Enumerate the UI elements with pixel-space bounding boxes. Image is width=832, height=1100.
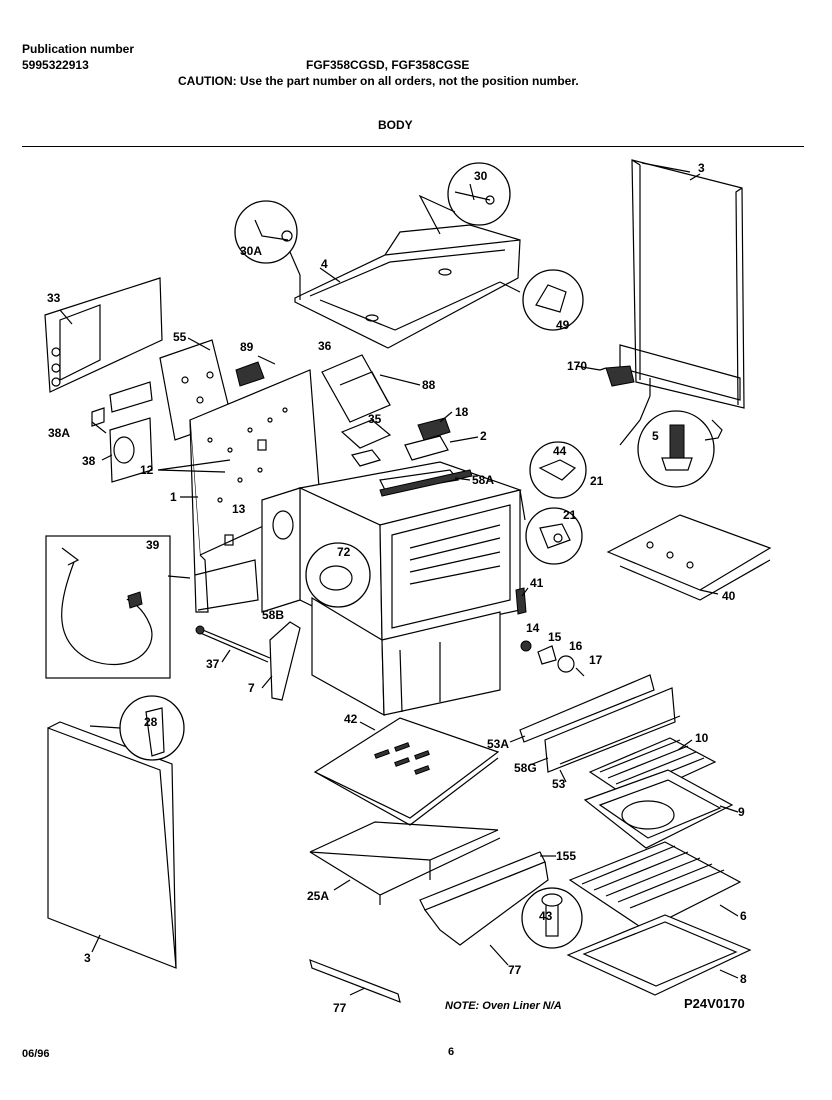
callout-labels: 30 30A 4 49 3 33 55 89 36 88 18 2 35 38A… xyxy=(47,161,747,1015)
model-numbers: FGF358CGSD, FGF358CGSE xyxy=(306,58,470,72)
callout: 21 xyxy=(563,508,577,522)
callout: 5 xyxy=(652,429,659,443)
part-insulation-58b xyxy=(261,487,301,613)
part-side-panel-right xyxy=(619,159,745,409)
callout: 4 xyxy=(321,257,328,271)
callout: 2 xyxy=(480,429,487,443)
part-drawer-slide xyxy=(309,851,549,1003)
callout: 37 xyxy=(206,657,220,671)
part-rear-panel xyxy=(44,277,163,393)
detail-49 xyxy=(499,269,584,331)
caution-text: CAUTION: Use the part number on all orde… xyxy=(178,74,579,88)
detail-72 xyxy=(305,542,371,608)
callout: 77 xyxy=(508,963,522,977)
callout: 33 xyxy=(47,291,61,305)
detail-30a xyxy=(234,200,301,300)
callout: 155 xyxy=(556,849,576,863)
part-burner-box xyxy=(294,224,521,349)
part-gasket-58a xyxy=(379,469,473,497)
part-36-88-35 xyxy=(321,354,392,467)
callout: 89 xyxy=(240,340,254,354)
detail-43 xyxy=(521,887,583,949)
callout: 88 xyxy=(422,378,436,392)
part-18-2 xyxy=(404,417,451,461)
detail-44 xyxy=(529,441,587,499)
callout: 12 xyxy=(140,463,154,477)
callout: 10 xyxy=(695,731,709,745)
callout: 49 xyxy=(556,318,570,332)
part-vent-38 xyxy=(91,381,153,483)
callout: 3 xyxy=(698,161,705,175)
callout: 6 xyxy=(740,909,747,923)
part-oven-bottom-tray xyxy=(566,914,752,996)
callout: 28 xyxy=(144,715,158,729)
callout: 15 xyxy=(548,630,562,644)
callout: 170 xyxy=(567,359,587,373)
callout: 41 xyxy=(530,576,544,590)
part-leveler xyxy=(599,365,723,488)
part-side-panel-left xyxy=(47,721,177,969)
page-number: 6 xyxy=(448,1046,455,1058)
detail-28 xyxy=(89,695,185,761)
part-40 xyxy=(606,514,772,601)
callout: 7 xyxy=(248,681,255,695)
footnote: NOTE: Oven Liner N/A xyxy=(445,1000,562,1012)
publication-number: 5995322913 xyxy=(22,58,89,72)
publication-date: 06/96 xyxy=(22,1048,50,1060)
part-oven-bottom xyxy=(313,717,500,826)
callout: 13 xyxy=(232,502,246,516)
callout: 58A xyxy=(472,473,494,487)
callout: 72 xyxy=(337,545,351,559)
leader-lines xyxy=(59,162,739,996)
callout: 18 xyxy=(455,405,469,419)
callout: 9 xyxy=(738,805,745,819)
section-title: BODY xyxy=(378,118,413,132)
callout: 43 xyxy=(539,909,553,923)
callout: 53 xyxy=(552,777,566,791)
detail-21 xyxy=(519,489,583,565)
callout: 38A xyxy=(48,426,70,440)
part-vent-trim xyxy=(519,674,681,773)
callout: 40 xyxy=(722,589,736,603)
part-broil-pan xyxy=(583,769,734,849)
callout: 77 xyxy=(333,1001,347,1015)
callout: 35 xyxy=(368,412,382,426)
callout: 58G xyxy=(514,761,537,775)
callout: 42 xyxy=(344,712,358,726)
part-drawer-frame xyxy=(309,821,501,905)
header-divider xyxy=(22,146,804,147)
diagram-code: P24V0170 xyxy=(684,996,745,1011)
callout: 30 xyxy=(474,169,488,183)
part-89 xyxy=(235,355,276,387)
part-oven-rack xyxy=(568,841,742,931)
publication-label: Publication number xyxy=(22,42,135,56)
callout: 17 xyxy=(589,653,603,667)
callout: 38 xyxy=(82,454,96,468)
part-power-cord xyxy=(45,535,171,679)
callout: 53A xyxy=(487,737,509,751)
callout: 8 xyxy=(740,972,747,986)
detail-30 xyxy=(418,162,511,235)
callout: 36 xyxy=(318,339,332,353)
callout: 30A xyxy=(240,244,262,258)
callout: 44 xyxy=(553,444,567,458)
callout: 21 xyxy=(590,474,604,488)
callout: 55 xyxy=(173,330,187,344)
callout: 39 xyxy=(146,538,160,552)
callout: 58B xyxy=(262,608,284,622)
callout: 25A xyxy=(307,889,329,903)
parts-door-hardware xyxy=(515,587,585,677)
callout: 1 xyxy=(170,490,177,504)
callout: 3 xyxy=(84,951,91,965)
callout: 16 xyxy=(569,639,583,653)
callout: 14 xyxy=(526,621,540,635)
part-37-7 xyxy=(195,621,301,701)
